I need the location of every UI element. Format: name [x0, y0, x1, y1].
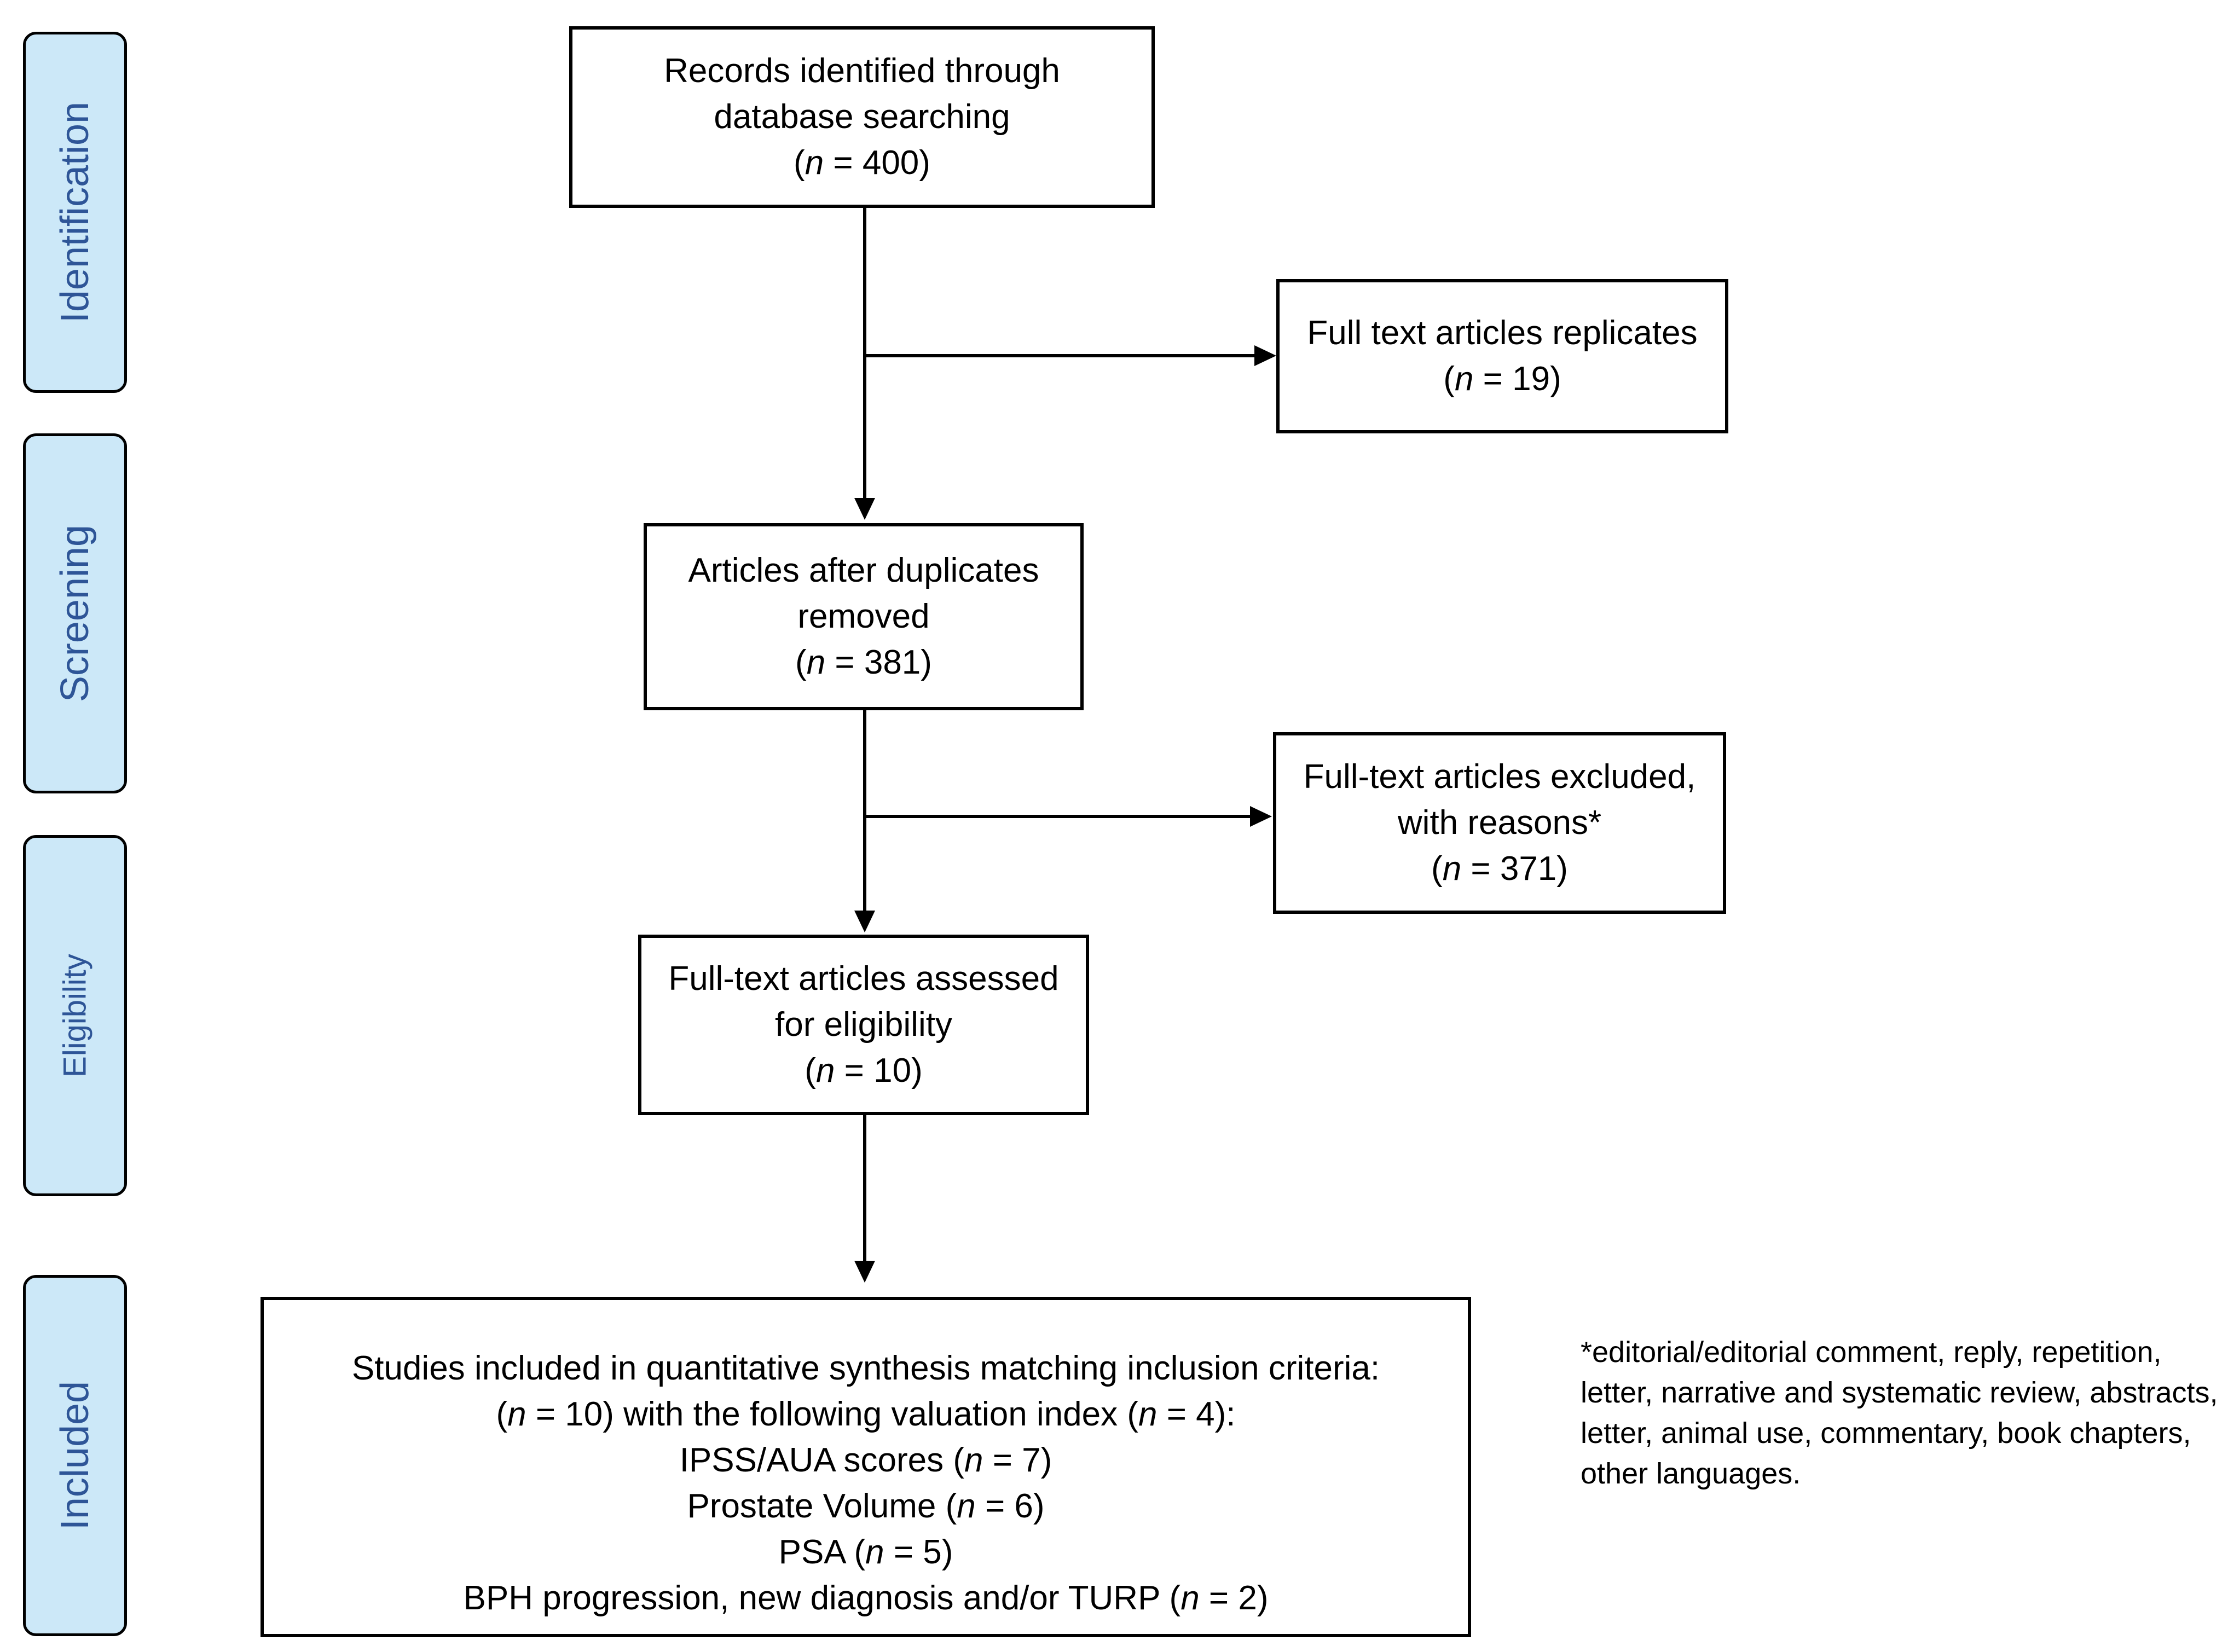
excluded-count: (n = 371) [1431, 850, 1568, 888]
replicates-line-1: Full text articles replicates [1307, 314, 1698, 352]
box-included: Studies included in quantitative synthes… [261, 1297, 1471, 1637]
included-summary: (n = 10) with the following valuation in… [496, 1395, 1236, 1433]
box-after-duplicates: Articles after duplicates removed (n = 3… [644, 523, 1084, 710]
phase-screening: Screening [23, 433, 127, 793]
replicates-count: (n = 19) [1443, 360, 1561, 398]
phase-included: Included [23, 1275, 127, 1636]
phase-identification: Identification [23, 32, 127, 393]
arrowhead-excluded [1250, 806, 1272, 827]
arrowhead-duplicates [854, 498, 875, 520]
excluded-line-1: Full-text articles excluded, [1303, 758, 1696, 796]
duplicates-line-1: Articles after duplicates [688, 552, 1039, 589]
box-replicates: Full text articles replicates (n = 19) [1276, 279, 1728, 433]
phase-eligibility: Eligibility [23, 835, 127, 1196]
records-line-1: Records identified through [664, 52, 1060, 90]
assessed-count: (n = 10) [805, 1052, 923, 1089]
box-records-identified: Records identified through database sear… [569, 26, 1155, 208]
included-item: BPH progression, new diagnosis and/or TU… [463, 1579, 1269, 1617]
box-assessed: Full-text articles assessed for eligibil… [638, 935, 1089, 1115]
arrowhead-included [854, 1261, 875, 1283]
arrowhead-assessed [854, 911, 875, 932]
box-excluded: Full-text articles excluded, with reason… [1273, 732, 1726, 914]
assessed-line-2: for eligibility [775, 1006, 952, 1044]
included-title: Studies included in quantitative synthes… [351, 1349, 1380, 1387]
records-count: (n = 400) [794, 144, 930, 182]
arrowhead-replicates [1254, 345, 1276, 366]
duplicates-count: (n = 381) [795, 644, 932, 681]
records-line-2: database searching [714, 98, 1010, 136]
included-item: Prostate Volume (n = 6) [687, 1487, 1045, 1525]
assessed-line-1: Full-text articles assessed [668, 960, 1059, 998]
duplicates-line-2: removed [797, 598, 930, 635]
included-item: PSA (n = 5) [778, 1533, 953, 1571]
excluded-line-2: with reasons* [1397, 804, 1602, 842]
included-item: IPSS/AUA scores (n = 7) [679, 1441, 1052, 1479]
exclusion-reasons-footnote: *editorial/editorial comment, reply, rep… [1581, 1336, 2218, 1490]
